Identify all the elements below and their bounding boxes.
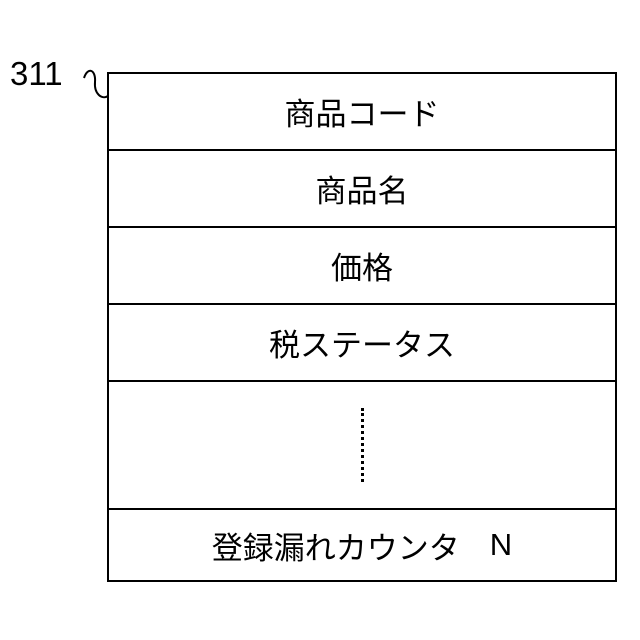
vertical-ellipsis-icon	[361, 408, 364, 482]
field-row-registration-counter: 登録漏れカウンタ N	[109, 510, 615, 580]
counter-suffix: N	[490, 527, 512, 563]
field-label-registration-counter: 登録漏れカウンタ	[212, 523, 460, 568]
field-row-tax-status: 税ステータス	[109, 305, 615, 382]
field-row-product-name: 商品名	[109, 151, 615, 228]
field-label-product-name: 商品名	[316, 166, 409, 211]
field-row-omitted	[109, 382, 615, 510]
field-label-product-code: 商品コード	[285, 89, 440, 134]
field-row-product-code: 商品コード	[109, 74, 615, 151]
field-label-price: 価格	[331, 243, 393, 288]
record-table: 商品コード 商品名 価格 税ステータス 登録漏れカウンタ N	[107, 72, 617, 582]
field-row-price: 価格	[109, 228, 615, 305]
field-label-tax-status: 税ステータス	[269, 320, 455, 365]
